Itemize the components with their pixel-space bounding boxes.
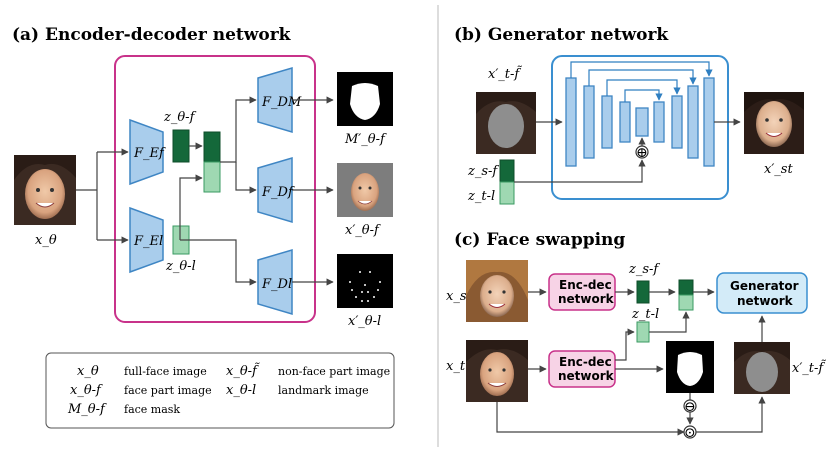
encdec-box-source: Enc-dec network	[548, 273, 616, 311]
gen-z-top-label: z_s-f	[467, 164, 499, 179]
output-landmark-image	[337, 254, 393, 308]
legend-desc-1: non-face part image	[278, 365, 390, 378]
gen-input-label: x′_t-f̃	[488, 65, 522, 82]
c-concat-top	[678, 279, 694, 296]
svg-text:F_DM: F_DM	[261, 95, 302, 110]
encoder-face: F_Ef	[129, 118, 166, 186]
gen-output-image	[744, 92, 804, 154]
svg-text:F_Dl: F_Dl	[261, 277, 292, 292]
out-landmark-label: x′_θ-l	[348, 314, 381, 329]
generator-box: Generator network	[716, 272, 808, 314]
unet-decoder-layers	[653, 77, 715, 167]
gen-z-bot-vector	[499, 181, 515, 205]
c-z-tl-vector	[636, 321, 650, 343]
legend-sym-0: x_θ	[77, 364, 99, 379]
legend-sym-4: M_θ-f	[67, 402, 107, 417]
svg-text:Enc-dec: Enc-dec	[559, 355, 612, 369]
legend-sym-2: x_θ-f	[70, 383, 103, 398]
gen-input-image	[476, 92, 536, 154]
legend-desc-0: full-face image	[124, 365, 207, 378]
legend-sym-1: x_θ-f̃	[226, 362, 260, 379]
concat-vector-top	[203, 131, 221, 163]
svg-text:⊙: ⊙	[684, 425, 696, 441]
generator-frame	[551, 55, 729, 200]
svg-text:network: network	[737, 294, 794, 308]
concat-vector-bottom	[203, 161, 221, 193]
section-b-title: (b) Generator network	[454, 25, 669, 45]
c-concat-bottom	[678, 294, 694, 311]
input-face-image	[14, 155, 76, 225]
svg-text:network: network	[558, 369, 615, 383]
output-face-image	[337, 163, 393, 217]
encdec-box-target: Enc-dec network	[548, 350, 616, 388]
decoder-landmark: F_Dl	[257, 248, 293, 316]
svg-text:Enc-dec: Enc-dec	[559, 278, 612, 292]
legend-box	[45, 352, 395, 429]
c-z-tl-label: z_t-l	[631, 307, 659, 322]
source-face-image	[466, 260, 528, 322]
c-mask-image	[666, 341, 714, 393]
c-out-label: x′_t-f̃	[792, 359, 826, 376]
decoder-face: F_Df	[257, 156, 295, 224]
legend-desc-2: face part image	[124, 384, 212, 397]
svg-text:⊖: ⊖	[684, 399, 696, 415]
c-nonface-image	[734, 342, 790, 394]
encoder-decoder-frame	[114, 55, 316, 323]
section-c-title: (c) Face swapping	[454, 230, 625, 250]
output-mask-image	[337, 72, 393, 126]
svg-text:network: network	[558, 292, 615, 306]
gen-z-bot-label: z_t-l	[467, 189, 495, 204]
svg-text:⊕: ⊕	[636, 145, 648, 161]
svg-text:F_Df: F_Df	[261, 185, 295, 200]
out-face-label: x′_θ-f	[345, 223, 381, 238]
xt-label: x_t	[446, 359, 466, 374]
input-label: x_θ	[35, 233, 57, 248]
z-face-vector	[172, 129, 190, 163]
decoder-mask: F_DM	[257, 66, 302, 134]
target-face-image	[466, 340, 528, 402]
legend-desc-3: landmark image	[278, 384, 369, 397]
out-mask-label: M′_θ-f	[344, 132, 387, 147]
gen-output-label: x′_st	[764, 162, 793, 177]
c-z-sf-label: z_s-f	[628, 262, 660, 277]
skip-connections	[570, 61, 713, 102]
gen-z-top-vector	[499, 159, 515, 183]
encoder-landmark: F_El	[129, 206, 164, 274]
section-a-title: (a) Encoder-decoder network	[12, 25, 292, 45]
z-landmark-label: z_θ-l	[165, 259, 196, 274]
svg-text:F_El: F_El	[133, 234, 163, 249]
z-face-label: z_θ-f	[163, 110, 197, 125]
xs-label: x_s	[446, 289, 467, 304]
legend-desc-4: face mask	[124, 403, 180, 416]
svg-text:F_Ef: F_Ef	[133, 146, 166, 161]
svg-text:Generator: Generator	[730, 279, 799, 293]
c-z-sf-vector	[636, 280, 650, 304]
legend-sym-3: x_θ-l	[226, 383, 256, 398]
